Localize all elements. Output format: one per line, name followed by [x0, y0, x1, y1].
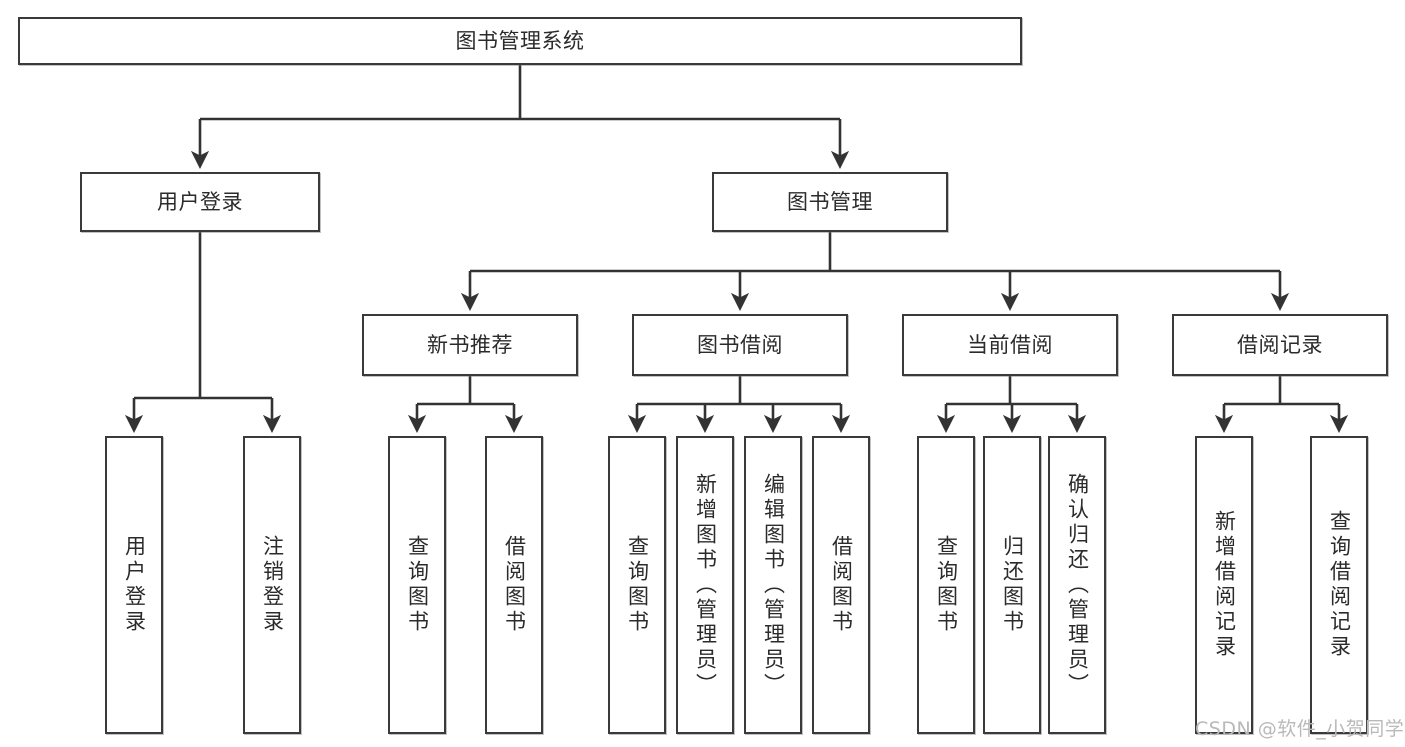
- node-leaf-query-book-2-label: 查询图书: [625, 535, 650, 635]
- node-leaf-return-book[interactable]: 归还图书: [983, 436, 1041, 734]
- edge-newbookrec-to-leaves: [407, 376, 524, 434]
- node-leaf-return-book-label: 归还图书: [1000, 535, 1025, 635]
- node-leaf-borrow-book-1-label: 借阅图书: [502, 535, 527, 635]
- edge-borrowrecord-to-leaves: [1214, 376, 1349, 434]
- node-leaf-query-book-1-label: 查询图书: [405, 535, 430, 635]
- node-book-borrow-label: 图书借阅: [697, 332, 783, 357]
- node-leaf-user-login-label: 用户登录: [122, 535, 147, 635]
- node-leaf-borrow-book-2[interactable]: 借阅图书: [812, 436, 870, 734]
- edge-bookmanage-to-level2: [460, 232, 1290, 312]
- node-book-manage-label: 图书管理: [787, 189, 873, 214]
- edge-currentborrow-to-leaves: [936, 376, 1087, 434]
- node-current-borrow[interactable]: 当前借阅: [902, 314, 1118, 376]
- node-root[interactable]: 图书管理系统: [18, 17, 1022, 65]
- node-leaf-query-book-3[interactable]: 查询图书: [917, 436, 975, 734]
- node-leaf-user-login[interactable]: 用户登录: [105, 436, 163, 734]
- node-user-login[interactable]: 用户登录: [80, 172, 320, 232]
- edge-bookborrow-to-leaves: [627, 376, 851, 434]
- node-leaf-user-logout[interactable]: 注销登录: [243, 436, 301, 734]
- node-leaf-query-record[interactable]: 查询借阅记录: [1310, 436, 1368, 734]
- node-leaf-borrow-book-2-label: 借阅图书: [829, 535, 854, 635]
- node-leaf-edit-book[interactable]: 编辑图书（管理员）: [744, 436, 802, 734]
- node-user-login-label: 用户登录: [157, 189, 243, 214]
- node-book-borrow[interactable]: 图书借阅: [632, 314, 848, 376]
- node-root-label: 图书管理系统: [455, 28, 585, 53]
- node-borrow-record-label: 借阅记录: [1237, 332, 1323, 357]
- node-leaf-edit-book-label: 编辑图书（管理员）: [761, 472, 786, 698]
- node-leaf-confirm-return-label: 确认归还（管理员）: [1065, 472, 1090, 698]
- node-leaf-borrow-book-1[interactable]: 借阅图书: [485, 436, 543, 734]
- node-leaf-add-record[interactable]: 新增借阅记录: [1195, 436, 1253, 734]
- node-leaf-add-book[interactable]: 新增图书（管理员）: [676, 436, 734, 734]
- node-current-borrow-label: 当前借阅: [967, 332, 1053, 357]
- node-borrow-record[interactable]: 借阅记录: [1172, 314, 1388, 376]
- node-leaf-add-record-label: 新增借阅记录: [1212, 510, 1237, 660]
- node-new-book-rec[interactable]: 新书推荐: [362, 314, 578, 376]
- node-leaf-query-record-label: 查询借阅记录: [1327, 510, 1352, 660]
- node-leaf-query-book-2[interactable]: 查询图书: [608, 436, 666, 734]
- node-leaf-add-book-label: 新增图书（管理员）: [693, 472, 718, 698]
- edge-userlogin-to-leaves: [124, 232, 282, 434]
- node-new-book-rec-label: 新书推荐: [427, 332, 513, 357]
- node-leaf-confirm-return[interactable]: 确认归还（管理员）: [1048, 436, 1106, 734]
- node-leaf-query-book-1[interactable]: 查询图书: [388, 436, 446, 734]
- node-leaf-query-book-3-label: 查询图书: [934, 535, 959, 635]
- node-leaf-user-logout-label: 注销登录: [260, 535, 285, 635]
- node-book-manage[interactable]: 图书管理: [712, 172, 948, 232]
- edge-root-to-level1: [190, 65, 850, 170]
